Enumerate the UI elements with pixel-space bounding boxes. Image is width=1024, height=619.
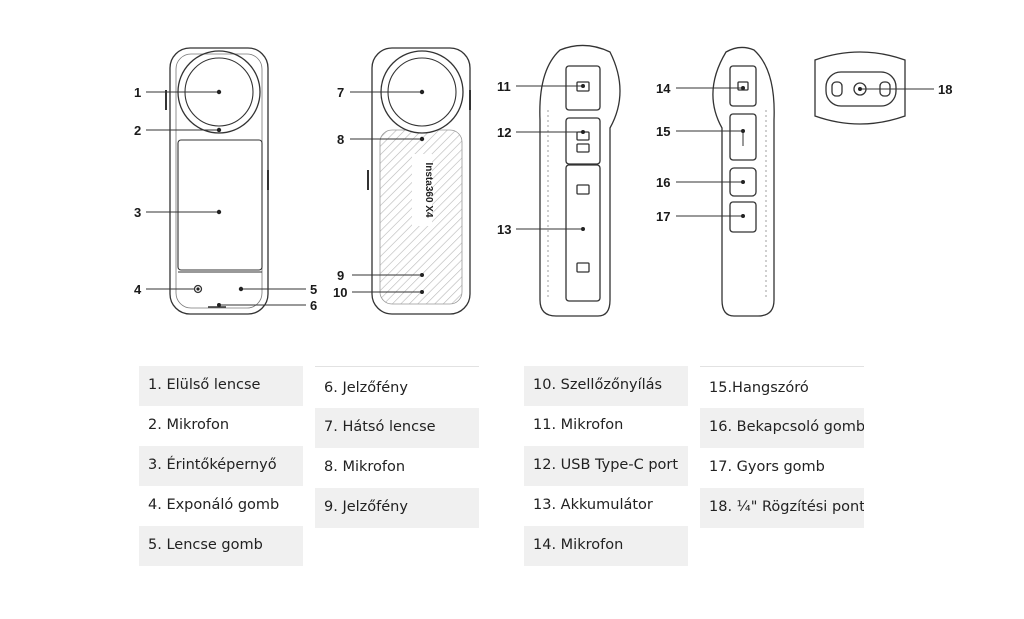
callout-2: 2 [134,123,141,138]
legend-item: 12. USB Type-C port [524,446,688,486]
callout-17: 17 [656,209,670,224]
legend-column-1: 1. Elülső lencse 2. Mikrofon 3. Érintőké… [139,366,303,566]
mount-dot [858,87,862,91]
legend-item: 2. Mikrofon [148,417,230,433]
front-dots [196,89,244,307]
side-right-leaders [676,87,741,217]
front-leaders [146,91,306,306]
callout-12: 12 [497,125,511,140]
side-view-left [539,44,621,317]
callout-18: 18 [938,82,952,97]
legend-item: 9. Jelzőfény [315,488,479,528]
callout-16: 16 [656,175,670,190]
side-left-dots [581,84,585,231]
callout-6: 6 [310,298,317,313]
callout-13: 13 [497,222,511,237]
callout-11: 11 [497,79,511,94]
callout-1: 1 [134,85,141,100]
legend-item: 17. Gyors gomb [709,459,825,475]
legend-item: 3. Érintőképernyő [139,446,303,486]
legend-item: 14. Mikrofon [524,526,688,566]
brand-label-bg [412,154,432,226]
callout-4: 4 [134,282,142,297]
callout-14: 14 [656,81,671,96]
callout-9: 9 [337,268,344,283]
callout-15: 15 [656,124,670,139]
legend-item: 11. Mikrofon [533,417,624,433]
legend-item: 18. ¼" Rögzítési pont [700,488,864,528]
callout-numbers: 1 2 3 4 5 6 7 8 9 10 11 12 13 14 15 16 1… [134,79,952,313]
side-left-leaders [516,85,581,230]
legend-item: 8. Mikrofon [324,459,406,475]
brand-label: Insta360 X4 [423,162,434,217]
legend-column-3: 10. Szellőzőnyílás 11. Mikrofon 12. USB … [524,366,688,566]
callout-10: 10 [333,285,347,300]
legend-item: 13. Akkumulátor [533,497,653,513]
legend-item: 16. Bekapcsoló gomb [700,408,864,448]
legend-column-2: 6. Jelzőfény 7. Hátsó lencse 8. Mikrofon… [315,366,479,528]
legend-item: 5. Lencse gomb [139,526,303,566]
side-right-dots [741,86,745,218]
legend-item: 4. Exponáló gomb [148,497,280,513]
callout-7: 7 [337,85,344,100]
callout-8: 8 [337,132,344,147]
legend-column-4: 15.Hangszóró 16. Bekapcsoló gomb 17. Gyo… [700,366,864,528]
legend-item: 7. Hátsó lencse [315,408,479,448]
callout-5: 5 [310,282,317,297]
camera-diagram: Insta360 X4 [134,44,952,317]
legend-item: 10. Szellőzőnyílás [524,366,688,406]
legend-item: 1. Elülső lencse [139,366,303,406]
legend-item: 15.Hangszóró [700,366,864,408]
back-dots [419,89,425,294]
callout-3: 3 [134,205,141,220]
front-view [165,47,269,315]
side-view-right [712,46,775,317]
back-leaders [350,91,420,293]
legend-item: 6. Jelzőfény [315,366,479,408]
